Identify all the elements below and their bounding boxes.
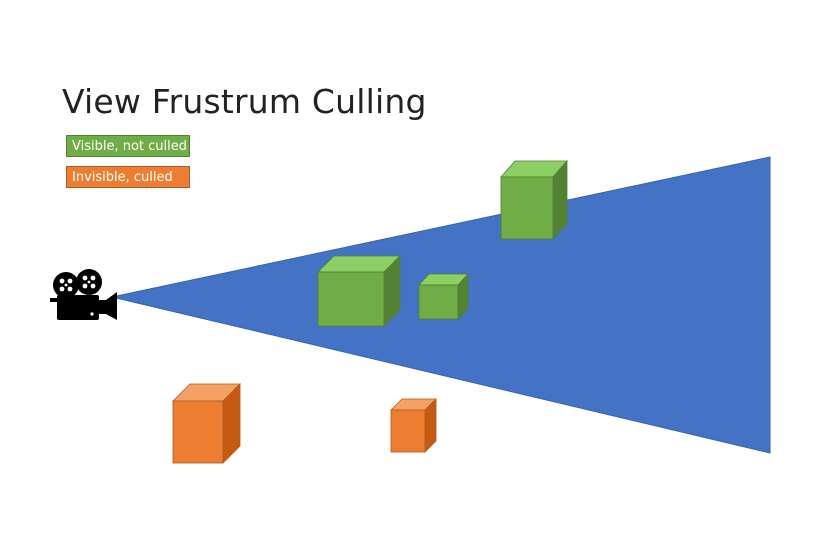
legend-visible: Visible, not culled [66, 135, 190, 157]
culled-cube-large [172, 383, 241, 464]
visible-cube-small [418, 272, 469, 320]
visible-cube-far [500, 159, 568, 241]
visible-cube-large [317, 255, 401, 327]
culled-cube-small [390, 398, 437, 453]
legend-invisible: Invisible, culled [66, 166, 190, 188]
page-title: View Frustrum Culling [62, 82, 427, 121]
movie-camera-icon [50, 269, 117, 320]
